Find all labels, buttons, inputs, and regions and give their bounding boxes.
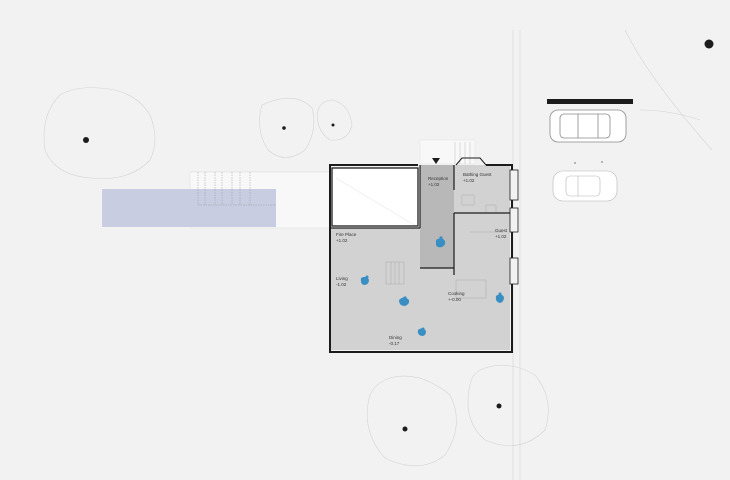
car-icon bbox=[552, 170, 618, 202]
svg-text:+1.02: +1.02 bbox=[428, 182, 440, 187]
svg-text:+1.02: +1.02 bbox=[495, 234, 507, 239]
person-icon bbox=[436, 236, 446, 248]
room-label-cooking: Cooking +-0.00 bbox=[448, 291, 465, 302]
tree-icon bbox=[259, 97, 315, 158]
building-walls bbox=[329, 157, 519, 353]
svg-text:+1.02: +1.02 bbox=[336, 238, 348, 243]
svg-text:Fire Place: Fire Place bbox=[336, 232, 357, 237]
floor-reception bbox=[420, 165, 454, 268]
svg-text:Guest: Guest bbox=[495, 228, 508, 233]
svg-text:-1.02: -1.02 bbox=[336, 282, 347, 287]
marker-dot bbox=[601, 161, 603, 163]
room-label-living: Living -1.02 bbox=[336, 276, 348, 287]
room-label-reception: Reception +1.02 bbox=[428, 176, 449, 187]
svg-text:Bathing Guest: Bathing Guest bbox=[463, 172, 492, 177]
room-label-fire-place: Fire Place +1.02 bbox=[336, 232, 357, 243]
svg-text:Cooking: Cooking bbox=[448, 291, 465, 296]
tree-icon bbox=[704, 39, 714, 49]
tree-icon bbox=[467, 364, 549, 446]
person-icon bbox=[399, 296, 410, 306]
floor-guest bbox=[454, 213, 510, 275]
room-label-guest: Guest +1.02 bbox=[495, 228, 508, 239]
pool bbox=[102, 189, 276, 227]
svg-text:Living: Living bbox=[336, 276, 348, 281]
courtyard-void bbox=[332, 168, 420, 228]
tree-icon bbox=[43, 87, 156, 179]
tree-icon bbox=[366, 375, 457, 467]
person-icon bbox=[495, 292, 504, 303]
svg-text:+1.02: +1.02 bbox=[463, 178, 475, 183]
svg-text:Dining: Dining bbox=[389, 335, 402, 340]
person-icon bbox=[417, 327, 426, 336]
car-port bbox=[547, 99, 633, 104]
room-label-dining: Dining -0.17 bbox=[389, 335, 402, 346]
marker-dot bbox=[574, 162, 576, 164]
entry-stairs bbox=[419, 139, 476, 165]
entrance-arrow-icon bbox=[432, 158, 440, 164]
tree-icon bbox=[317, 99, 353, 141]
svg-text:Reception: Reception bbox=[428, 176, 449, 181]
car-icon bbox=[549, 109, 627, 143]
room-label-bathing-guest: Bathing Guest +1.02 bbox=[463, 172, 492, 183]
svg-text:+-0.00: +-0.00 bbox=[448, 297, 461, 302]
person-icon bbox=[360, 275, 369, 285]
terrace-steps bbox=[197, 172, 276, 206]
svg-text:-0.17: -0.17 bbox=[389, 341, 400, 346]
